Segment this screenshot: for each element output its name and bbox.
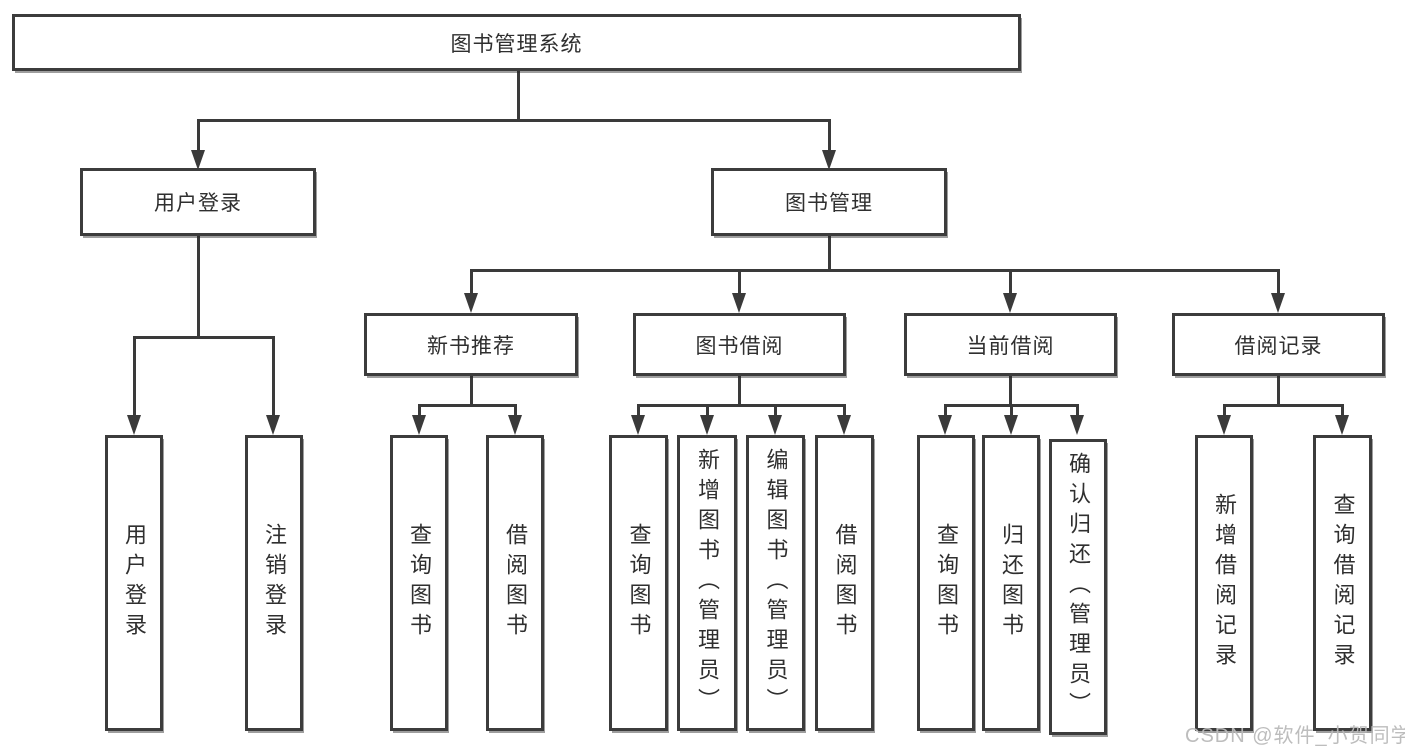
node-borrowing-records: 借阅记录 (1172, 313, 1385, 376)
leaf-newbooks-query-books: 查询图书 (390, 435, 448, 731)
node-book-borrowing: 图书借阅 (633, 313, 846, 376)
arrow-down-new-book-icon (464, 293, 478, 313)
connector-rail-bookborrow (637, 404, 845, 407)
leaf-borrowing-borrow-books: 借阅图书 (815, 435, 874, 731)
leaf-newbooks-borrow-books: 借阅图书 (486, 435, 544, 731)
arrow-down-br-add-icon (1217, 415, 1231, 435)
connector-drop-book-management (828, 119, 831, 152)
arrow-down-cb-return-icon (1004, 415, 1018, 435)
connector-drop-cb-query (944, 404, 947, 417)
connector-rail-level3 (470, 269, 1280, 272)
leaf-borrowing-query-books: 查询图书 (609, 435, 668, 731)
connector-drop-bb-borrow (843, 404, 846, 417)
leaf-borrowing-add-books-admin: 新增图书（管理员） (677, 435, 737, 731)
connector-records-drop (1277, 376, 1280, 407)
leaf-logout: 注销登录 (245, 435, 303, 731)
connector-drop-br-add (1223, 404, 1226, 417)
leaf-records-add-borrow-record: 新增借阅记录 (1195, 435, 1253, 731)
arrow-down-borrowing-records-icon (1271, 293, 1285, 313)
arrow-down-br-query-icon (1335, 415, 1349, 435)
connector-drop-br-query (1341, 404, 1344, 417)
node-current-borrowing: 当前借阅 (904, 313, 1117, 376)
arrow-down-bb-borrow-icon (837, 415, 851, 435)
leaf-borrowing-edit-books-admin: 编辑图书（管理员） (746, 435, 805, 731)
connector-drop-book-borrowing (738, 269, 741, 295)
connector-drop-bb-add (706, 404, 709, 417)
arrow-down-cb-query-icon (938, 415, 952, 435)
node-user-login: 用户登录 (80, 168, 316, 236)
connector-currentborrow-drop (1009, 376, 1012, 407)
connector-drop-bb-edit (774, 404, 777, 417)
arrow-down-leaf-user-login-icon (127, 415, 141, 435)
connector-drop-cb-confirm (1076, 404, 1079, 417)
connector-rail-newbooks (418, 404, 517, 407)
connector-drop-new-book (470, 269, 473, 295)
csdn-watermark: CSDN @软件_小贺同学 (1185, 725, 1405, 747)
connector-drop-nb-query (418, 404, 421, 417)
arrow-down-user-login-icon (191, 150, 205, 170)
arrow-down-bb-query-icon (631, 415, 645, 435)
connector-rail-level2 (197, 119, 831, 122)
arrow-down-book-borrowing-icon (732, 293, 746, 313)
leaf-current-confirm-return-admin: 确认归还（管理员） (1049, 439, 1107, 735)
leaf-current-query-books: 查询图书 (917, 435, 975, 731)
connector-book-management-drop (828, 236, 831, 272)
leaf-records-query-borrow-record: 查询借阅记录 (1313, 435, 1372, 731)
node-book-management: 图书管理 (711, 168, 947, 236)
leaf-user-login: 用户登录 (105, 435, 163, 731)
arrow-down-cb-confirm-icon (1070, 415, 1084, 435)
connector-drop-cb-return (1010, 404, 1013, 417)
node-new-book-recommendation: 新书推荐 (364, 313, 578, 376)
connector-drop-bb-query (637, 404, 640, 417)
connector-drop-user-login (197, 119, 200, 152)
connector-user-login-drop (197, 236, 200, 339)
connector-drop-borrowing-records (1277, 269, 1280, 295)
arrow-down-book-management-icon (822, 150, 836, 170)
connector-rail-user-login (133, 336, 274, 339)
leaf-current-return-books: 归还图书 (982, 435, 1040, 731)
connector-drop-current-borrowing (1009, 269, 1012, 295)
arrow-down-bb-add-icon (700, 415, 714, 435)
arrow-down-nb-query-icon (412, 415, 426, 435)
connector-bookborrow-drop (738, 376, 741, 407)
connector-root-drop (517, 70, 520, 122)
node-library-management-system: 图书管理系统 (12, 14, 1021, 71)
arrow-down-bb-edit-icon (768, 415, 782, 435)
arrow-down-leaf-logout-icon (266, 415, 280, 435)
arrow-down-current-borrowing-icon (1003, 293, 1017, 313)
connector-drop-leaf-logout (272, 336, 275, 417)
connector-drop-nb-borrow (514, 404, 517, 417)
connector-newbooks-drop (470, 376, 473, 407)
connector-rail-records (1223, 404, 1344, 407)
connector-drop-leaf-user-login (133, 336, 136, 417)
arrow-down-nb-borrow-icon (508, 415, 522, 435)
